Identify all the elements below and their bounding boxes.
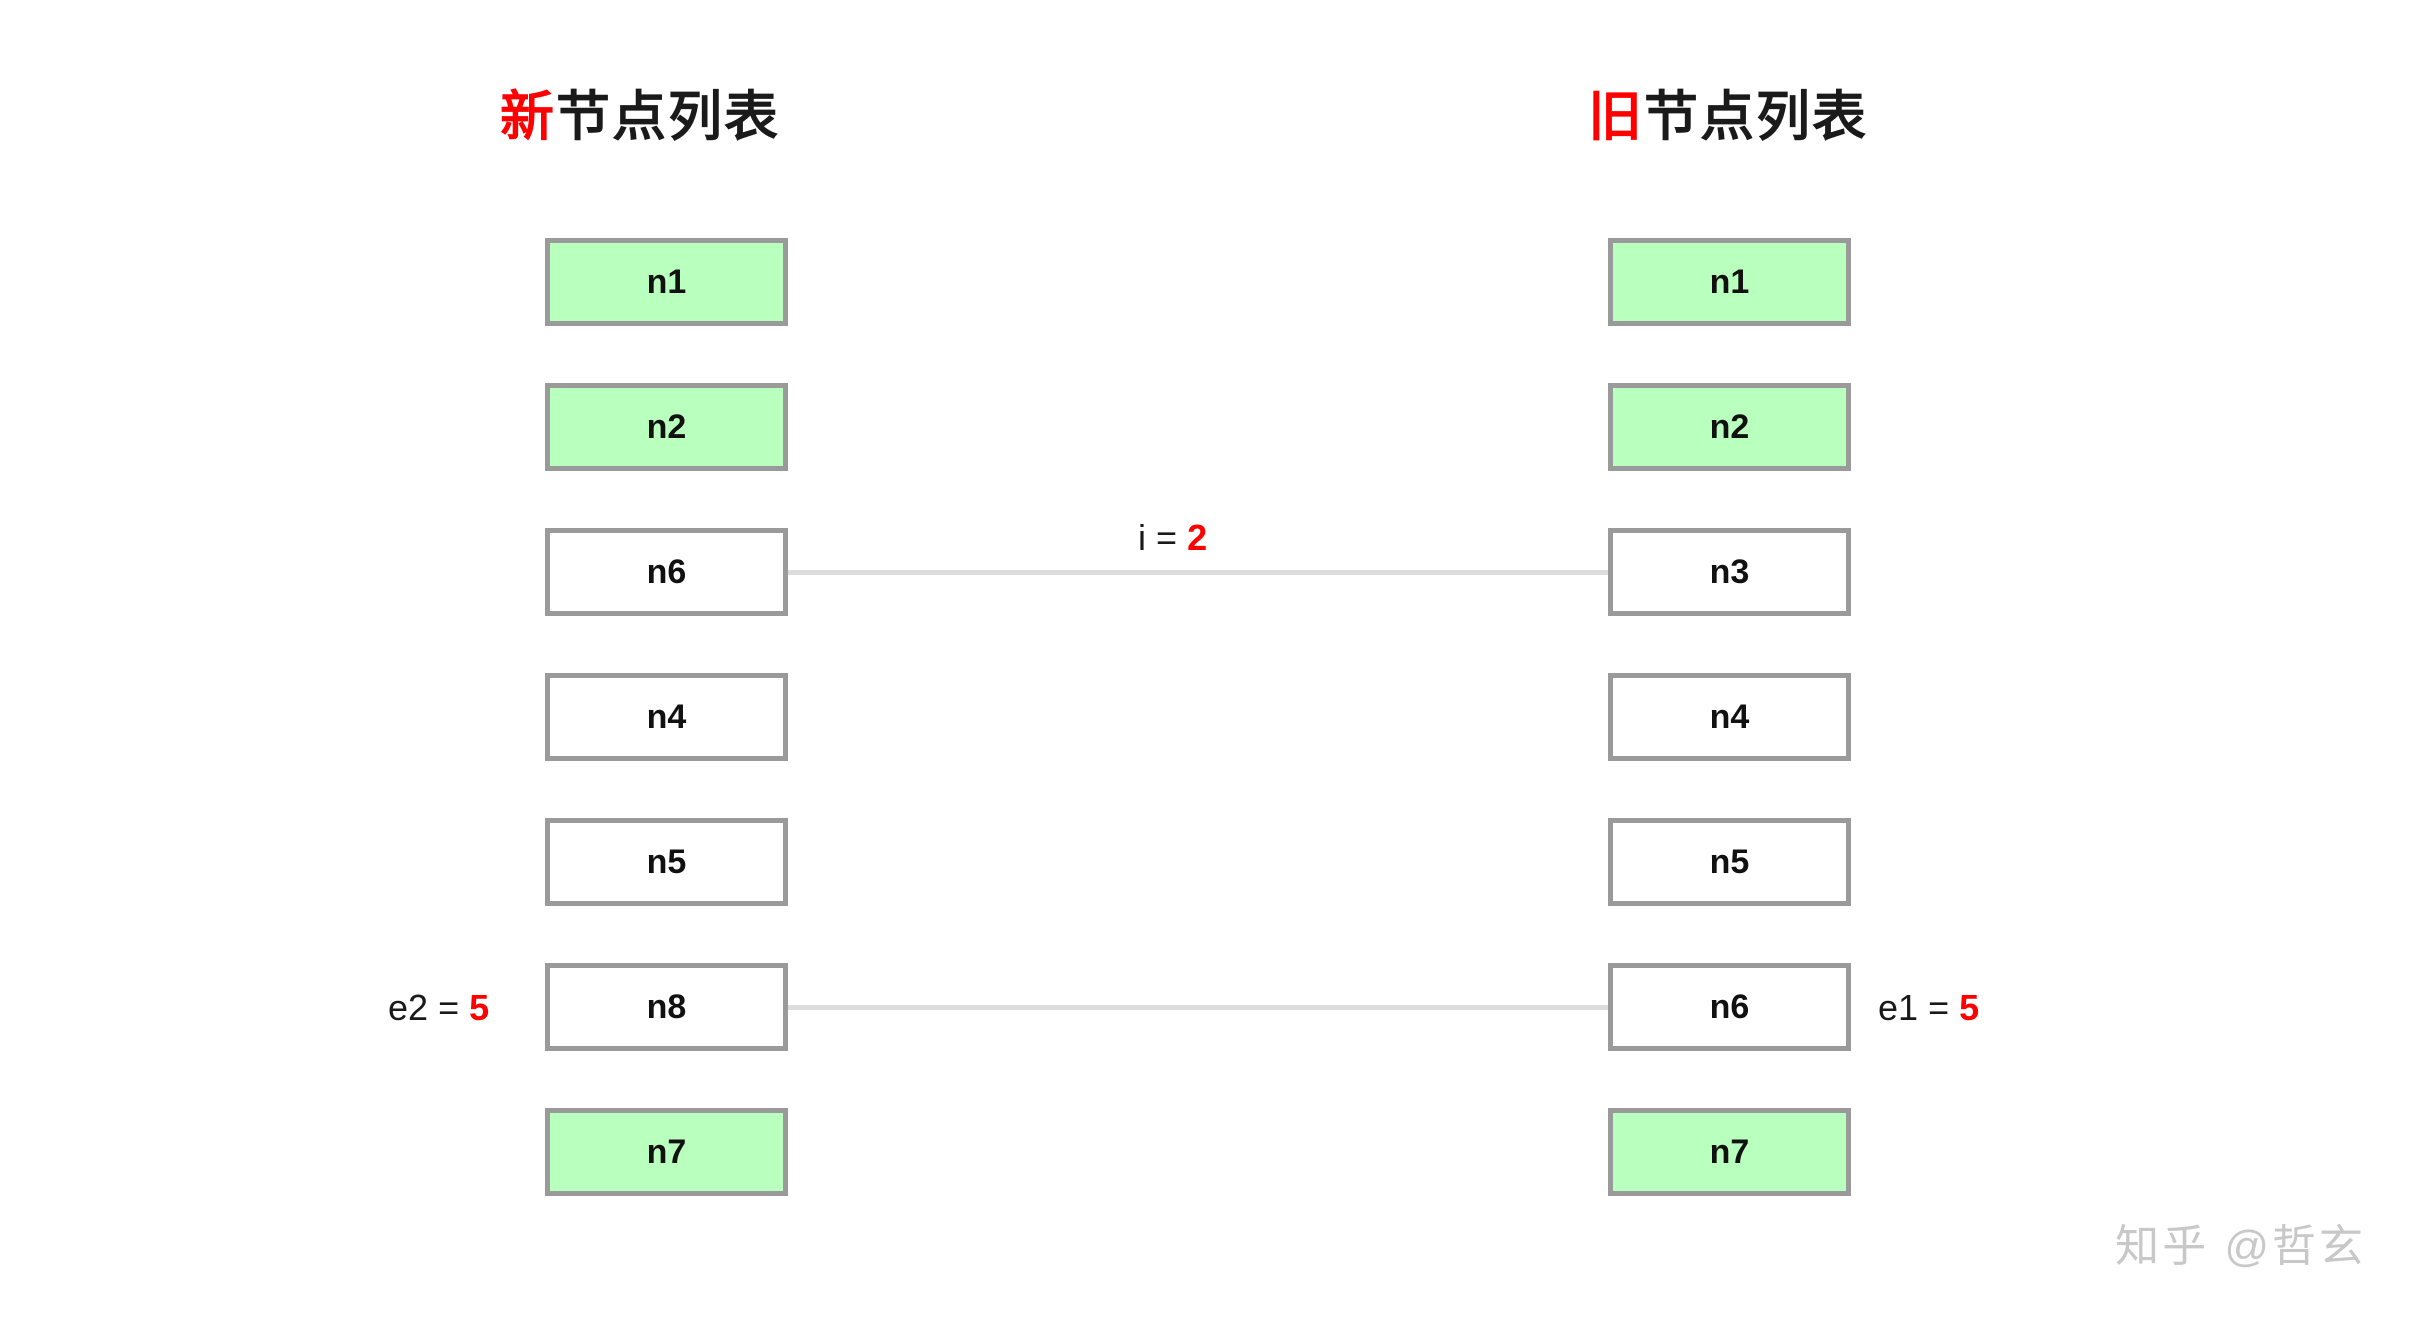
node-label: n6	[1709, 987, 1750, 1026]
new-list-title-highlight: 新	[500, 87, 556, 147]
pointer-i-name: i	[1138, 517, 1146, 558]
new-node-n4[interactable]: n4	[545, 673, 788, 761]
pointer-i-equals: =	[1156, 517, 1178, 558]
old-node-n4[interactable]: n4	[1608, 673, 1851, 761]
node-label: n3	[1709, 552, 1750, 591]
pointer-e1-name: e1	[1878, 987, 1919, 1028]
node-label: n1	[1709, 262, 1750, 301]
old-list-title-highlight: 旧	[1588, 87, 1644, 147]
pointer-e2-value: 5	[469, 987, 490, 1028]
old-list-title-rest: 节点列表	[1644, 87, 1868, 147]
node-label: n4	[1709, 697, 1750, 736]
new-node-n1[interactable]: n1	[545, 238, 788, 326]
old-node-n2[interactable]: n2	[1608, 383, 1851, 471]
pointer-e1-equals: =	[1928, 987, 1950, 1028]
pointer-label-i: i = 2	[1138, 520, 1207, 556]
old-node-n1[interactable]: n1	[1608, 238, 1851, 326]
new-list-title-rest: 节点列表	[556, 87, 780, 147]
pointer-label-e1: e1 = 5	[1878, 990, 1979, 1026]
node-label: n7	[646, 1132, 687, 1171]
pointer-label-e2: e2 = 5	[388, 990, 489, 1026]
pointer-i-value: 2	[1187, 517, 1208, 558]
node-label: n4	[646, 697, 687, 736]
new-node-n6[interactable]: n6	[545, 528, 788, 616]
node-label: n7	[1709, 1132, 1750, 1171]
new-list-title: 新节点列表	[500, 90, 780, 144]
pointer-e2-equals: =	[438, 987, 460, 1028]
connector-n8-n6	[788, 1005, 1608, 1010]
node-label: n6	[646, 552, 687, 591]
old-list-title: 旧节点列表	[1588, 90, 1868, 144]
old-node-n6[interactable]: n6	[1608, 963, 1851, 1051]
new-node-n8[interactable]: n8	[545, 963, 788, 1051]
node-label: n5	[646, 842, 687, 881]
old-node-n7[interactable]: n7	[1608, 1108, 1851, 1196]
node-label: n2	[646, 407, 687, 446]
connector-n6-n3	[788, 570, 1608, 575]
pointer-e2-name: e2	[388, 987, 429, 1028]
node-label: n1	[646, 262, 687, 301]
node-label: n5	[1709, 842, 1750, 881]
new-node-n7[interactable]: n7	[545, 1108, 788, 1196]
new-node-n5[interactable]: n5	[545, 818, 788, 906]
node-label: n8	[646, 987, 687, 1026]
old-node-n3[interactable]: n3	[1608, 528, 1851, 616]
old-node-n5[interactable]: n5	[1608, 818, 1851, 906]
new-node-n2[interactable]: n2	[545, 383, 788, 471]
node-label: n2	[1709, 407, 1750, 446]
pointer-e1-value: 5	[1959, 987, 1980, 1028]
watermark: 知乎 @哲玄	[2115, 1222, 2366, 1271]
